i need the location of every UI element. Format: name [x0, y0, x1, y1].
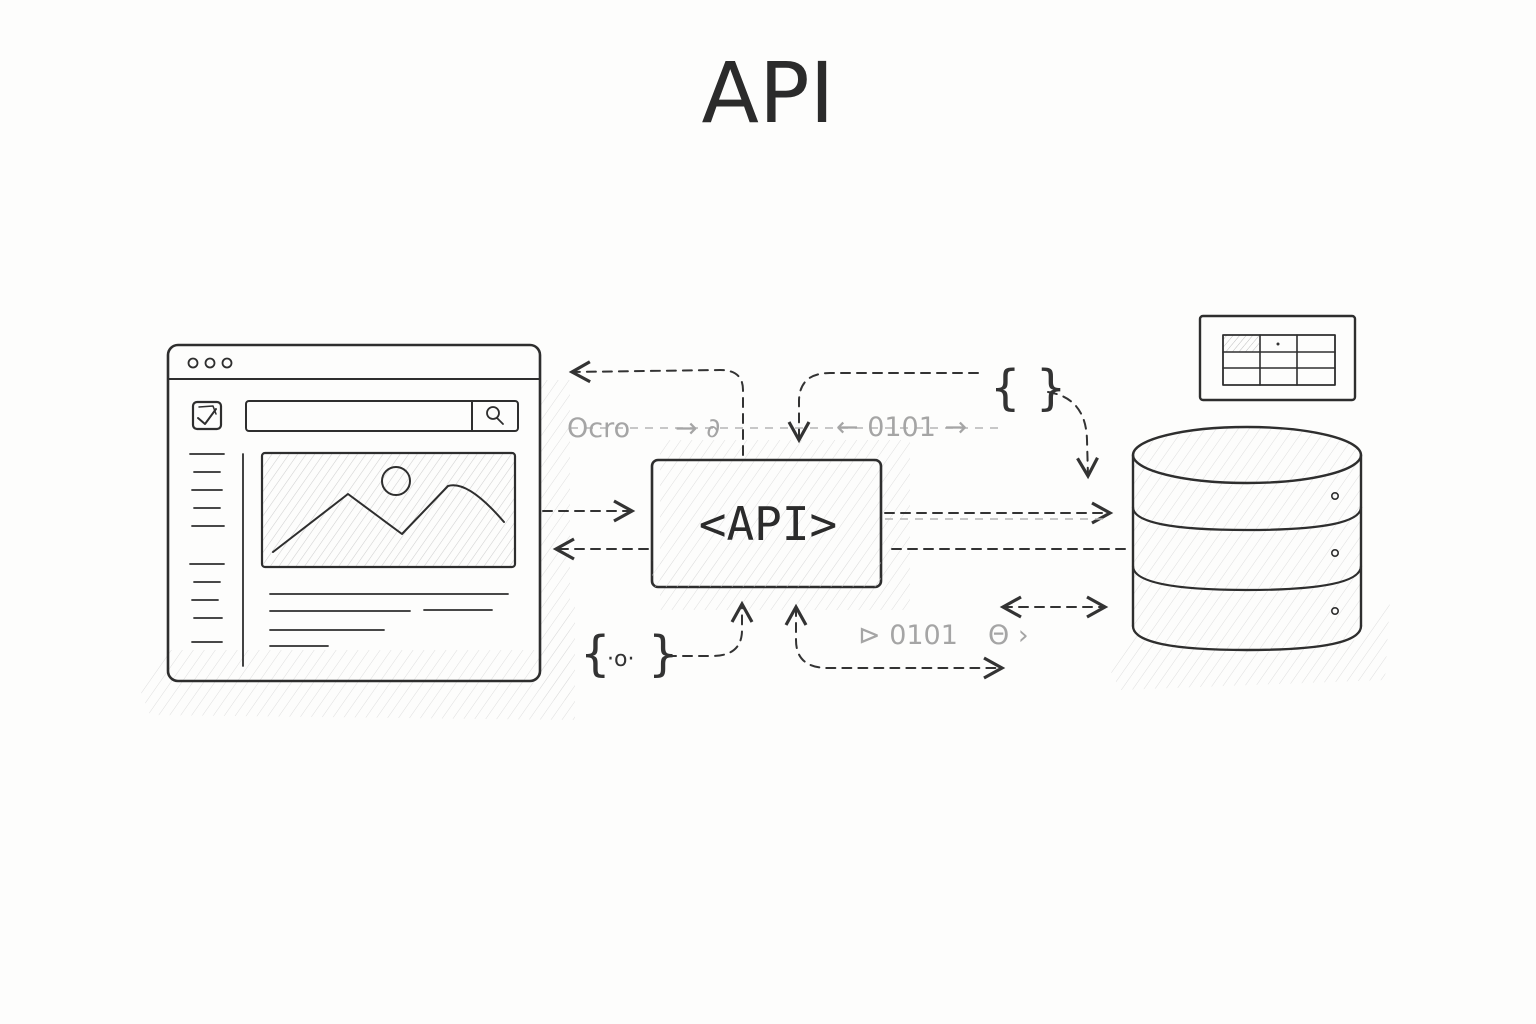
annotations: Ocro → ∂ ← 0101 → ⊳ 0101 Θ › — [567, 412, 1029, 651]
annotation-binary-bottom-suffix: Θ › — [988, 620, 1029, 651]
annotation-ocro-arrow: → ∂ — [675, 413, 720, 444]
database-icon — [1110, 425, 1390, 690]
image-placeholder-icon — [260, 451, 517, 569]
search-bar — [245, 400, 519, 432]
text-lines — [269, 593, 509, 647]
annotation-ocro: Ocro — [567, 413, 630, 444]
table-icon — [1198, 314, 1357, 402]
arrow-api-to-bottom-right — [784, 603, 1006, 680]
connector-arrows — [542, 360, 1126, 680]
search-icon — [486, 406, 504, 425]
sidebar — [189, 453, 244, 667]
annotation-binary-bottom: ⊳ 0101 — [858, 620, 958, 651]
arrow-json-to-api — [666, 600, 754, 657]
json-brace-inner: ·o· — [607, 647, 634, 672]
arrow-api-to-browser-top — [568, 360, 744, 456]
api-gateway-box: <API> — [650, 440, 910, 610]
json-braces: { } { ·o· } — [580, 360, 1066, 682]
arrow-braces-to-api — [787, 372, 979, 444]
browser-window-icon — [140, 343, 575, 720]
app-logo-icon — [191, 400, 223, 431]
arrow-braces-to-database — [1047, 391, 1099, 480]
json-braces-top: { } — [990, 360, 1066, 416]
json-brace-close: } — [648, 626, 679, 682]
json-brace-open: { — [580, 626, 611, 682]
api-box-label: <API> — [699, 497, 837, 551]
page-title: API — [702, 44, 835, 142]
annotation-binary-top: ← 0101 → — [836, 412, 967, 443]
